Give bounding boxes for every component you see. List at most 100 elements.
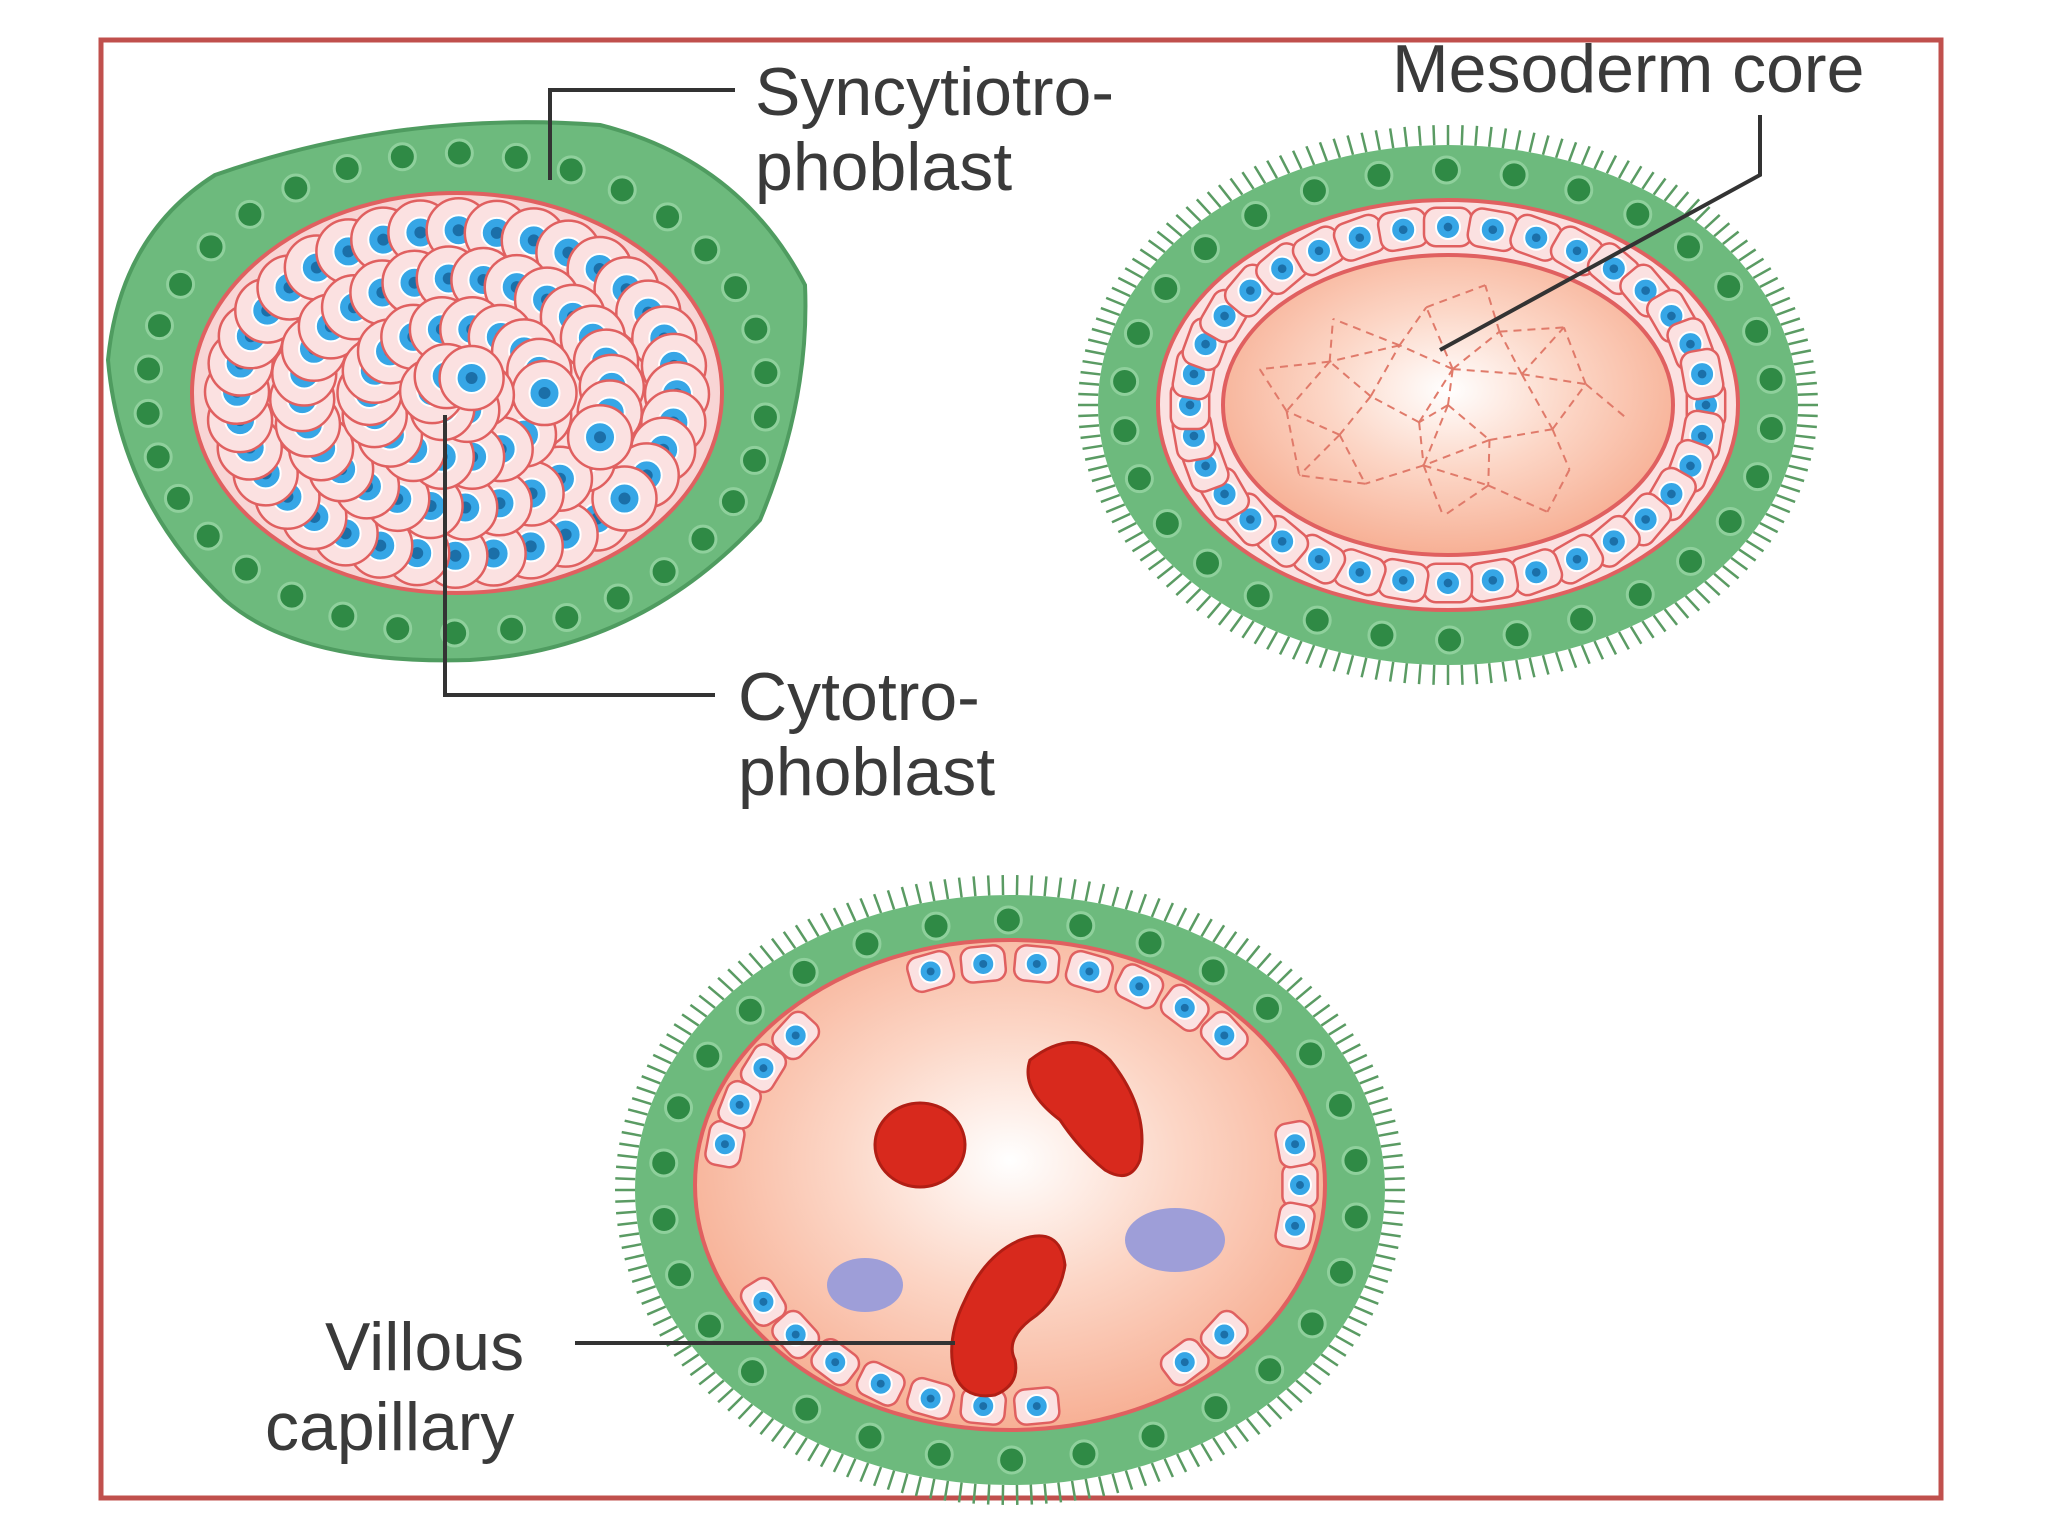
microvillus bbox=[624, 1119, 645, 1127]
microvillus bbox=[1730, 239, 1749, 254]
syncytial-nucleus bbox=[653, 202, 683, 232]
microvillus bbox=[1312, 1362, 1331, 1377]
syncytial-nucleus bbox=[1364, 160, 1394, 190]
syncytial-nucleus bbox=[134, 354, 164, 384]
microvillus bbox=[845, 1458, 857, 1478]
mesenchyme-strand bbox=[1521, 326, 1565, 375]
syncytial-nucleus bbox=[693, 1041, 723, 1071]
syncytial-nucleus bbox=[789, 957, 819, 987]
microvillus bbox=[1079, 424, 1100, 429]
microvillus bbox=[1348, 1315, 1368, 1327]
microvillus bbox=[1593, 150, 1605, 170]
syncytial-nucleus bbox=[1152, 508, 1182, 538]
nucleolus bbox=[1641, 515, 1650, 524]
microvillus bbox=[1384, 1177, 1405, 1181]
nucleolus bbox=[538, 387, 551, 400]
syncytial-nucleus bbox=[924, 1439, 954, 1469]
syncytial-nucleus bbox=[1367, 620, 1397, 650]
syncytial-nucleus bbox=[193, 521, 223, 551]
microvillus bbox=[1139, 548, 1158, 562]
microvillus bbox=[957, 877, 963, 898]
syncytial-nucleus bbox=[1253, 993, 1283, 1023]
syncytial-nucleus bbox=[1138, 1421, 1168, 1451]
microvillus bbox=[619, 1232, 640, 1238]
mesenchyme-strand bbox=[1442, 484, 1489, 517]
mesenchyme-strand bbox=[1338, 434, 1367, 485]
microvillus bbox=[1368, 1097, 1389, 1106]
microvillus bbox=[1234, 937, 1250, 956]
cytotrophoblast-cells bbox=[1169, 206, 1727, 604]
microvillus bbox=[782, 1431, 797, 1449]
microvillus bbox=[1360, 657, 1368, 678]
syncytial-nucleus bbox=[1676, 546, 1706, 576]
syncytial-nucleus bbox=[383, 614, 413, 644]
microvillus bbox=[794, 1437, 808, 1456]
microvillus bbox=[698, 1371, 716, 1386]
nucleolus bbox=[926, 967, 935, 976]
nucleolus bbox=[1189, 369, 1199, 379]
microvillus bbox=[914, 883, 922, 904]
microvillus bbox=[807, 1443, 820, 1462]
microvillus bbox=[1384, 1199, 1405, 1203]
microvillus bbox=[1176, 1453, 1188, 1473]
microvillus bbox=[1380, 1232, 1401, 1238]
nucleolus bbox=[1032, 959, 1041, 968]
label-cytotrophoblast-1: Cytotro- bbox=[738, 659, 980, 735]
microvillus bbox=[646, 1305, 667, 1316]
microvillus bbox=[1087, 338, 1108, 346]
syncytial-nucleus bbox=[1435, 625, 1465, 655]
microvillus bbox=[1652, 177, 1667, 196]
microvillus bbox=[1234, 1424, 1250, 1443]
microvillus bbox=[1501, 128, 1508, 149]
microvillus bbox=[717, 1387, 734, 1404]
mesenchyme-strand bbox=[1551, 383, 1587, 430]
microvillus bbox=[624, 1253, 645, 1261]
microvillus bbox=[1082, 444, 1103, 451]
nucleolus bbox=[735, 1100, 744, 1109]
microvillus bbox=[1704, 214, 1721, 230]
microvillus bbox=[1147, 239, 1166, 254]
microvillus bbox=[646, 1064, 667, 1075]
microvillus bbox=[1770, 296, 1791, 307]
nucleolus bbox=[1135, 982, 1144, 991]
syncytial-nucleus bbox=[1625, 579, 1655, 609]
syncytial-nucleus bbox=[1502, 620, 1532, 650]
nucleolus bbox=[979, 959, 988, 968]
nucleolus bbox=[618, 492, 631, 505]
syncytial-nucleus bbox=[649, 1204, 679, 1234]
microvillus bbox=[1694, 206, 1711, 223]
microvillus bbox=[1793, 444, 1814, 451]
microvillus bbox=[1318, 141, 1329, 162]
microvillus bbox=[1084, 349, 1105, 356]
microvillus bbox=[1078, 413, 1099, 418]
nucleolus bbox=[1201, 461, 1210, 471]
microvillus bbox=[1084, 1478, 1091, 1499]
microvillus bbox=[1713, 572, 1731, 588]
nucleolus bbox=[411, 547, 424, 560]
microvillus bbox=[1139, 248, 1158, 262]
mesenchyme-strand bbox=[1585, 383, 1628, 420]
microvilli bbox=[1078, 125, 1818, 685]
microvillus bbox=[1641, 620, 1655, 639]
microvillus bbox=[1105, 296, 1126, 307]
syncytial-nucleus bbox=[1241, 201, 1271, 231]
red-blood-cell bbox=[950, 1234, 1067, 1398]
nucleolus bbox=[1572, 246, 1582, 256]
label-villous-capillary-1: Villous bbox=[325, 1309, 524, 1385]
microvillus bbox=[636, 1085, 656, 1095]
nucleolus bbox=[1686, 339, 1695, 349]
microvillus bbox=[832, 907, 844, 927]
microvillus bbox=[929, 881, 936, 902]
microvillus bbox=[1383, 1165, 1405, 1170]
nucleolus bbox=[377, 233, 390, 246]
microvillus bbox=[1256, 1410, 1272, 1428]
microvillus bbox=[1256, 952, 1272, 970]
nucleolus bbox=[1220, 489, 1229, 499]
microvillus bbox=[1206, 191, 1222, 209]
nucleolus bbox=[1189, 431, 1199, 441]
syncytial-nucleus bbox=[1123, 318, 1153, 348]
microvillus bbox=[1359, 1075, 1379, 1085]
microvillus bbox=[1432, 125, 1436, 146]
syncytial-nucleus bbox=[332, 154, 362, 184]
mesenchyme-strand bbox=[1418, 368, 1454, 423]
